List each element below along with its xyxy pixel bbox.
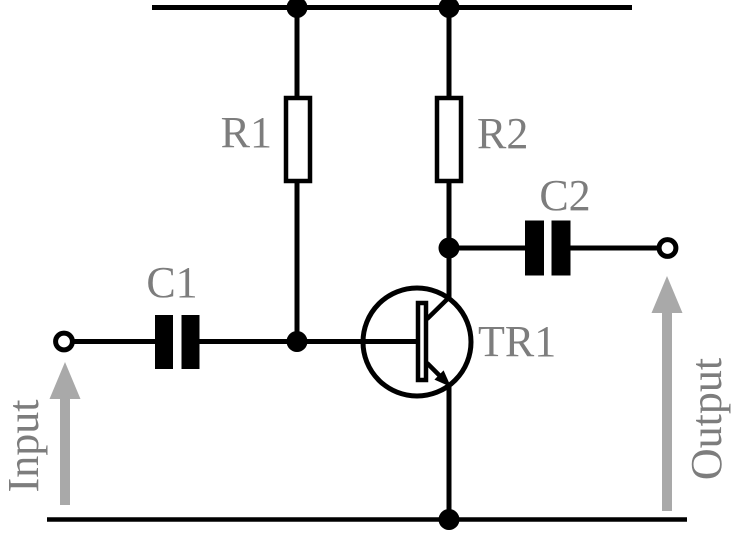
capacitor-c2-plate-left [525, 220, 544, 276]
transistor-tr1-emitter-arrowhead [434, 370, 451, 387]
output-arrow [651, 276, 683, 511]
input-arrow-head [49, 362, 81, 399]
resistor-r1-body [283, 95, 313, 184]
transistor-tr1-collector-lead [425, 294, 452, 321]
transistor-tr1-emitter-lead [425, 361, 442, 378]
resistor-r2-body [434, 95, 464, 184]
capacitor-c2-label: C2 [539, 171, 590, 220]
capacitor-c1-label: C1 [146, 258, 197, 307]
transistor-tr1-circle [360, 285, 474, 399]
input-terminal [53, 330, 75, 353]
output-label: Output [682, 358, 731, 480]
resistor-r1-label: R1 [221, 108, 272, 157]
transistor-tr1-base-bar [415, 300, 429, 383]
output-arrow-shaft [662, 311, 672, 511]
input-arrow-shaft [60, 397, 70, 505]
input-label: Input [0, 400, 48, 493]
capacitor-c1-plate-left [155, 315, 173, 369]
transistor-tr1-label: TR1 [478, 317, 556, 366]
output-terminal [656, 237, 679, 259]
capacitor-c2-plate-right [551, 220, 571, 276]
junction-dot-ground [438, 509, 460, 530]
output-arrow-head [651, 276, 683, 313]
input-arrow [49, 362, 81, 505]
capacitor-c1-plate-right [181, 315, 200, 369]
resistor-r2-label: R2 [477, 109, 528, 158]
